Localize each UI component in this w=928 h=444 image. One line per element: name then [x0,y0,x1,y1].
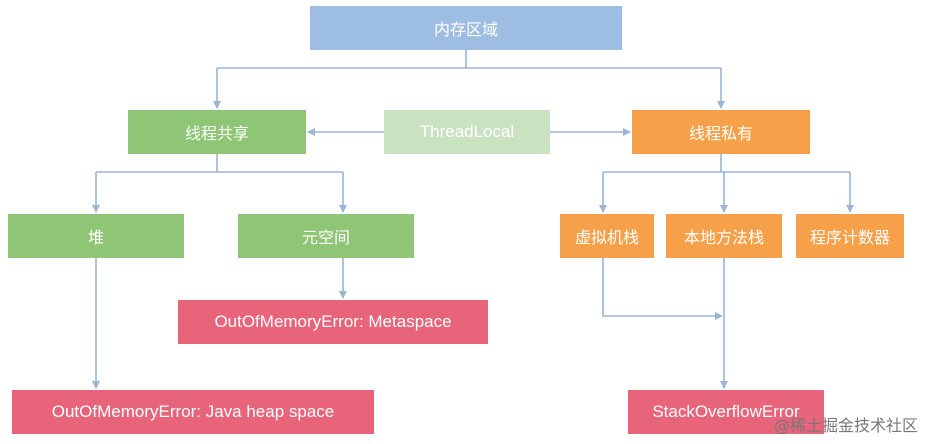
oom-heap-node: OutOfMemoryError: Java heap space [12,390,374,434]
program-counter-label: 程序计数器 [809,228,890,247]
root-memory-area-node: 内存区域 [310,6,622,50]
native-method-stack-label: 本地方法栈 [683,228,764,247]
metaspace-node: 元空间 [238,214,414,258]
thread-private-label: 线程私有 [688,124,753,143]
metaspace-label: 元空间 [301,228,350,247]
native-method-stack-node: 本地方法栈 [666,214,782,258]
thread-shared-node: 线程共享 [128,110,306,154]
edge-private-split [603,154,850,173]
root-label: 内存区域 [433,20,498,39]
watermark-text: @稀土掘金技术社区 [773,416,918,435]
program-counter-node: 程序计数器 [796,214,904,258]
edge-shared-split [96,154,343,173]
oom-metaspace-node: OutOfMemoryError: Metaspace [178,300,488,344]
thread-private-node: 线程私有 [632,110,810,154]
edge-vmstack-merge [602,258,723,320]
heap-node: 堆 [8,214,184,258]
oom-metaspace-label: OutOfMemoryError: Metaspace [214,312,452,331]
oom-heap-label: OutOfMemoryError: Java heap space [51,402,335,421]
vm-stack-node: 虚拟机栈 [560,214,654,258]
edge-root-split [217,50,721,69]
threadlocal-label: ThreadLocal [419,122,515,141]
stack-overflow-error-label: StackOverflowError [652,402,800,421]
stack-overflow-error-node: StackOverflowError [628,390,824,434]
heap-label: 堆 [87,228,104,247]
threadlocal-node: ThreadLocal [384,110,550,154]
thread-shared-label: 线程共享 [184,124,249,143]
vm-stack-label: 虚拟机栈 [574,228,639,247]
